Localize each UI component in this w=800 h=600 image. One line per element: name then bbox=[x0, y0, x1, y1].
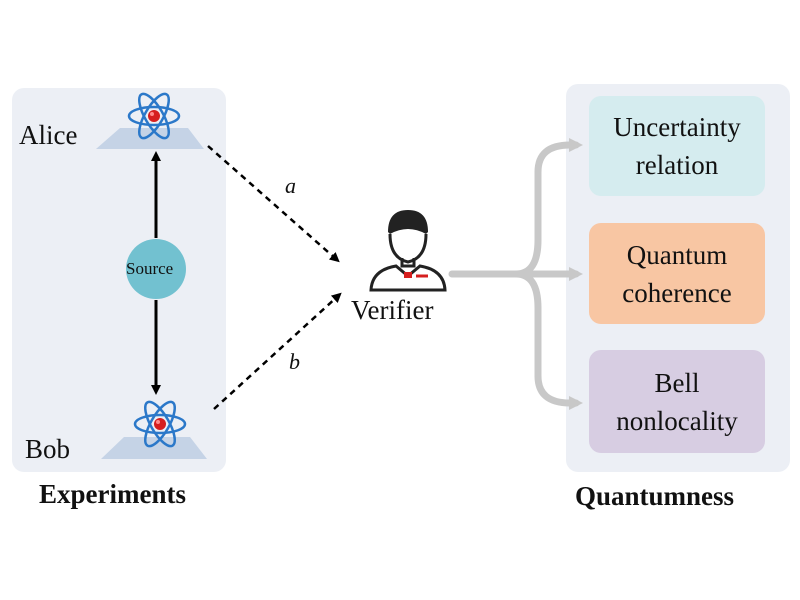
alice-to-verifier-arrow bbox=[207, 145, 340, 263]
bob-label: Bob bbox=[25, 434, 71, 464]
atom-icon bbox=[127, 92, 181, 140]
uncertainty-relation-box: Uncertainty relation bbox=[589, 96, 765, 196]
bob-platform bbox=[101, 437, 207, 459]
alice-platform bbox=[96, 128, 204, 149]
person-icon bbox=[369, 210, 447, 292]
bell-nonlocality-box: Bell nonlocality bbox=[589, 350, 765, 453]
box-line: Bell bbox=[654, 367, 700, 398]
atom-icon bbox=[133, 400, 187, 448]
experiments-panel bbox=[12, 88, 226, 472]
experiments-title: Experiments bbox=[39, 479, 186, 509]
quantum-coherence-box: Quantum coherence bbox=[589, 223, 765, 324]
alice-label: Alice bbox=[19, 120, 78, 150]
box-line: coherence bbox=[622, 277, 732, 308]
box-line: nonlocality bbox=[616, 405, 738, 436]
verifier-to-quantumness-arrows bbox=[448, 138, 583, 410]
channel-b-label: b bbox=[289, 349, 300, 374]
box-line: relation bbox=[635, 150, 719, 180]
box-line: Uncertainty bbox=[613, 112, 741, 142]
source-label: Source bbox=[126, 259, 174, 278]
quantumness-title: Quantumness bbox=[575, 481, 735, 511]
source-circle bbox=[126, 239, 186, 299]
channel-a-label: a bbox=[285, 173, 296, 198]
verifier-label: Verifier bbox=[351, 295, 434, 325]
box-line: Quantum bbox=[626, 239, 728, 270]
bob-to-verifier-arrow bbox=[213, 292, 342, 410]
